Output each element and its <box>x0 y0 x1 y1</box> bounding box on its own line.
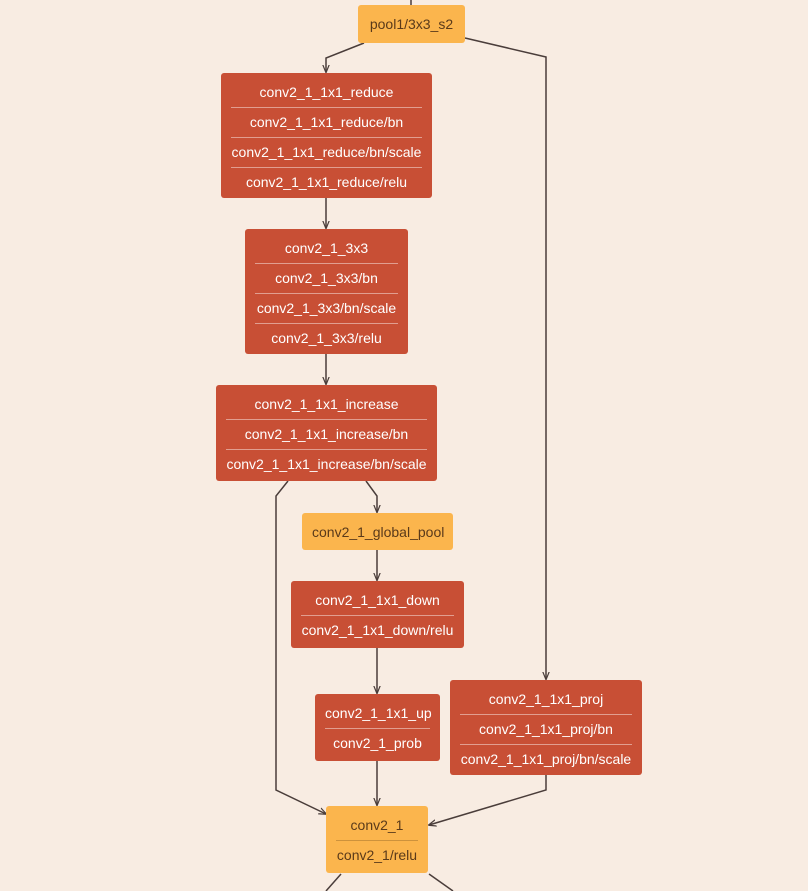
layer-label: conv2_1_1x1_reduce <box>259 84 394 100</box>
edge-sum-out-left <box>325 873 342 891</box>
layer-label: conv2_1_1x1_proj/bn/scale <box>460 744 632 774</box>
layer-label: pool1/3x3_s2 <box>369 16 454 32</box>
node-pool1[interactable]: pool1/3x3_s2 <box>358 5 465 43</box>
edge-pool1-to-reduce <box>326 42 365 72</box>
edge-pool1-to-proj <box>464 37 546 679</box>
edge-increase-to-globalpool <box>365 480 377 512</box>
node-conv2-1-global-pool[interactable]: conv2_1_global_pool <box>302 513 453 550</box>
layer-label: conv2_1_1x1_proj <box>488 691 604 707</box>
layer-label: conv2_1_1x1_increase <box>254 396 399 412</box>
layer-label: conv2_1_global_pool <box>312 524 445 540</box>
layer-label: conv2_1_1x1_proj/bn <box>460 714 632 744</box>
layer-label: conv2_1_3x3/relu <box>255 323 398 353</box>
node-conv2-1-1x1-down[interactable]: conv2_1_1x1_down conv2_1_1x1_down/relu <box>291 581 464 648</box>
node-conv2-1-1x1-increase[interactable]: conv2_1_1x1_increase conv2_1_1x1_increase… <box>216 385 437 481</box>
layer-label: conv2_1_3x3/bn <box>255 263 398 293</box>
edge-proj-to-sum <box>429 775 547 825</box>
layer-label: conv2_1_1x1_reduce/relu <box>231 167 422 197</box>
layer-label: conv2_1_3x3/bn/scale <box>255 293 398 323</box>
edge-sum-out-right <box>428 873 454 891</box>
layer-label: conv2_1_1x1_up <box>325 705 432 721</box>
layer-label: conv2_1_1x1_increase/bn <box>226 419 427 449</box>
layer-label: conv2_1 <box>350 817 404 833</box>
node-conv2-1-1x1-up[interactable]: conv2_1_1x1_up conv2_1_prob <box>315 694 440 761</box>
layer-label: conv2_1_1x1_reduce/bn <box>231 107 422 137</box>
layer-label: conv2_1_prob <box>325 728 430 758</box>
layer-label: conv2_1/relu <box>336 840 418 870</box>
layer-label: conv2_1_3x3 <box>284 240 369 256</box>
layer-label: conv2_1_1x1_reduce/bn/scale <box>231 137 422 167</box>
layer-label: conv2_1_1x1_increase/bn/scale <box>226 449 427 479</box>
edge-increase-to-sum <box>275 480 326 814</box>
node-conv2-1[interactable]: conv2_1 conv2_1/relu <box>326 806 428 873</box>
layer-label: conv2_1_1x1_down/relu <box>301 615 454 645</box>
layer-label: conv2_1_1x1_down <box>315 592 440 608</box>
